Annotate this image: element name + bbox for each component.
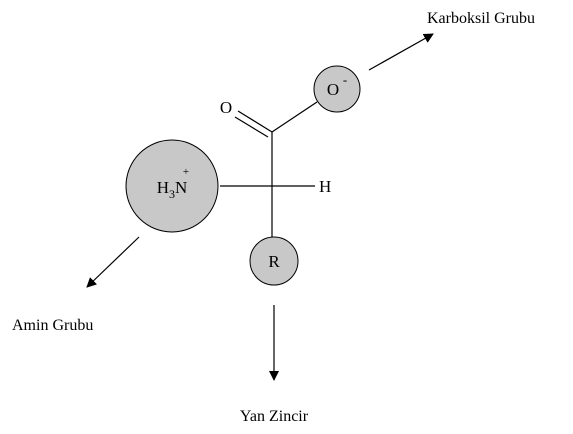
bonds xyxy=(220,101,318,237)
amine-group-circle xyxy=(125,139,219,233)
carboxyl-arrow xyxy=(368,33,434,71)
carboxyl-group-label: Karboksil Grubu xyxy=(427,10,535,27)
carbonyl-double-bond-b xyxy=(234,116,269,138)
amine-formula-label: H3N xyxy=(157,178,188,201)
oxide-oxygen-circle xyxy=(313,65,361,113)
amine-charge-label: + xyxy=(183,166,189,178)
amine-h-count: 3 xyxy=(169,187,175,201)
r-group-circle xyxy=(249,236,299,286)
carbonyl-oxygen-label: O xyxy=(220,98,232,117)
amine-h: H xyxy=(157,178,169,197)
hydrogen-label: H xyxy=(319,177,331,196)
oxide-charge-label: - xyxy=(343,72,347,87)
oxide-oxygen-label: O xyxy=(327,80,339,99)
amine-group-label: Amin Grubu xyxy=(12,317,93,334)
r-group-label: R xyxy=(268,252,280,271)
carbon-oxide-bond xyxy=(271,101,318,133)
amine-arrow xyxy=(86,236,140,288)
side-chain-label: Yan Zincir xyxy=(240,408,309,425)
carbonyl-double-bond-a xyxy=(237,110,273,133)
amine-n: N xyxy=(175,178,187,197)
